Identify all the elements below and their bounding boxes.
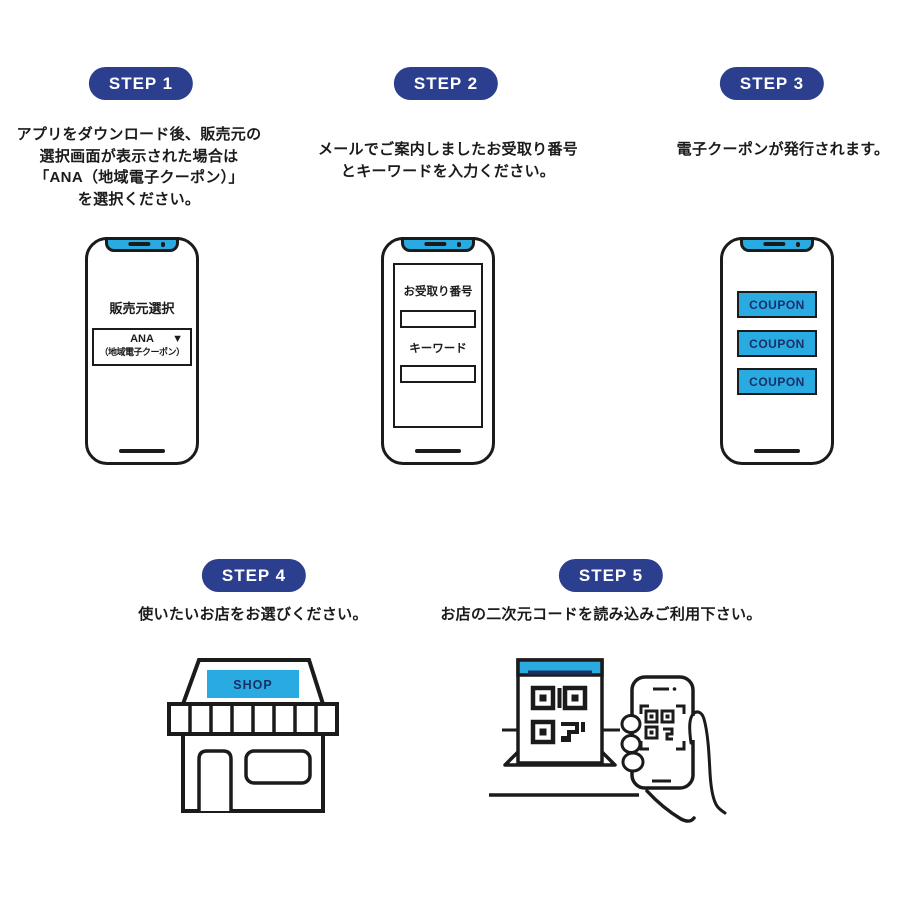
qr-scan-illustration (489, 658, 727, 823)
scanner-phone-body (630, 675, 695, 790)
phone-notch (740, 236, 814, 252)
caption-line: お店の二次元コードを読み込みご利用下さい。 (440, 606, 762, 623)
receipt-number-input (400, 310, 476, 328)
dropdown-value: ANA (130, 333, 154, 345)
shop-sign-label: SHOP (233, 678, 272, 692)
home-indicator (415, 448, 461, 453)
step2-caption: メールでご案内しましたお受取り番号 とキーワードを入力ください。 (318, 139, 578, 182)
caption-line: とキーワードを入力ください。 (340, 162, 556, 180)
vendor-dropdown: ANA ▼ （地域電子クーポン） (92, 328, 192, 366)
caption-line: メールでご案内しましたお受取り番号 (317, 141, 579, 158)
awning-stripes (188, 704, 318, 734)
fingertip (620, 734, 642, 754)
step1-phone-illustration: 販売元選択 ANA ▼ （地域電子クーポン） (85, 236, 199, 465)
step3-caption: 電子クーポンが発行されます。 (677, 139, 890, 161)
dropdown-subtext: （地域電子クーポン） (99, 347, 185, 357)
wrist-outline (645, 789, 696, 823)
caption-line: アプリをダウンロード後、販売元の (16, 126, 262, 143)
dropdown-arrow-icon: ▼ (172, 333, 183, 345)
fingertip (620, 714, 642, 734)
camera-dot-icon (456, 242, 461, 247)
step1-caption: アプリをダウンロード後、販売元の 選択画面が表示された場合は 「ANA（地域電子… (17, 124, 262, 211)
camera-dot-icon (672, 687, 677, 691)
receipt-number-label: お受取り番号 (403, 286, 473, 298)
scan-frame-brackets (639, 704, 686, 751)
hand-edge-outline (702, 717, 727, 815)
caption-line: 「ANA（地域電子クーポン）」 (34, 169, 244, 187)
step4-caption: 使いたいお店をお選びください。 (138, 604, 368, 626)
phone-notch (105, 236, 179, 252)
coupon-badge-3: COUPON (737, 368, 817, 395)
step3-phone-illustration: COUPON COUPON COUPON (720, 236, 834, 465)
shop-window (244, 749, 312, 785)
phone-notch (401, 236, 475, 252)
step5-caption: お店の二次元コードを読み込みご利用下さい。 (440, 604, 761, 626)
coupon-badge-1: COUPON (737, 291, 817, 318)
speaker-icon (424, 242, 447, 246)
step3-badge: STEP 3 (719, 67, 825, 100)
vendor-select-title: 販売元選択 (109, 301, 175, 316)
speaker-icon (128, 242, 151, 246)
step4-badge: STEP 4 (201, 559, 307, 592)
coupon-badge-2: COUPON (737, 330, 817, 357)
camera-dot-icon (795, 242, 800, 247)
step2-badge: STEP 2 (393, 67, 499, 100)
shop-sign (207, 670, 299, 698)
step2-phone-illustration: お受取り番号 キーワード (381, 236, 495, 465)
speaker-icon (763, 242, 786, 246)
caption-line: 使いたいお店をお選びください。 (138, 606, 368, 623)
qr-code-large-icon (530, 685, 588, 745)
thumb-outline (688, 710, 706, 745)
step1-badge: STEP 1 (88, 67, 194, 100)
caption-line: 選択画面が表示された場合は (39, 147, 239, 165)
keyword-label: キーワード (409, 343, 467, 355)
home-indicator (754, 448, 800, 453)
thumb-fill (689, 716, 695, 740)
step5-badge: STEP 5 (558, 559, 664, 592)
caption-line: 電子クーポンが発行されます。 (676, 141, 890, 158)
entry-form-panel: お受取り番号 キーワード (393, 263, 483, 428)
camera-dot-icon (160, 242, 165, 247)
home-indicator (119, 448, 165, 453)
fingertip (621, 751, 645, 773)
shop-illustration: SHOP (167, 658, 339, 813)
shop-door (197, 749, 233, 811)
caption-line: を選択ください。 (77, 191, 201, 209)
hand-holding-phone (620, 675, 727, 823)
qr-placard (516, 658, 604, 765)
qr-code-small-icon (644, 709, 675, 741)
keyword-input (400, 365, 476, 383)
